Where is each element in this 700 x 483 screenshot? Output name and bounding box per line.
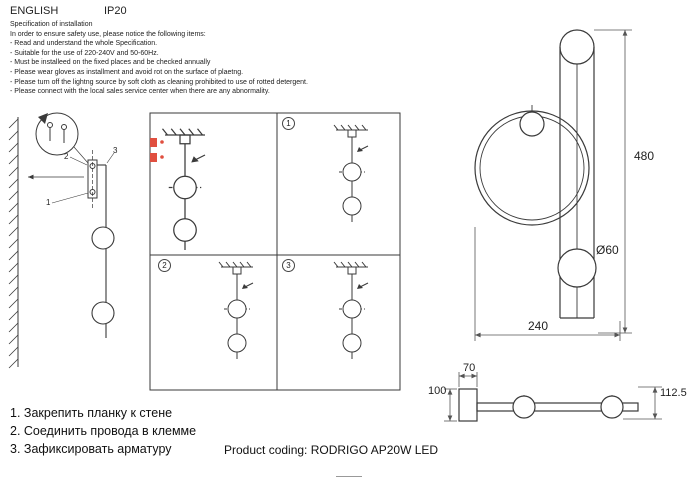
dimension-width: 240 [528,319,549,333]
dimension-lines-front [474,29,632,341]
step-1: 1. Закрепить планку к стене [10,406,173,420]
step-diagram-1 [333,124,369,223]
wall-hatch [8,117,19,369]
spec-item: - Read and understand the whole Specific… [10,40,158,48]
spec-intro: In order to ensure safety use, please no… [10,30,206,38]
step-3: 3. Зафиксировать арматуру [10,442,172,456]
dimension-side-depth: 112.5 [660,387,687,399]
spec-title: Specification of installation [10,21,93,28]
spec-item: - Please turn off the lightng source by … [10,78,308,86]
assembly-steps: 1. Закрепить планку к стене 2. Соединить… [10,404,196,458]
step-diagram-3 [333,261,369,360]
callout-3: 3 [113,146,118,155]
footer-mark [336,476,362,477]
panel-number-3: 3 [282,259,295,272]
callout-2: 2 [64,152,69,161]
spec-item: - Suitable for the use of 220-240V and 5… [10,49,159,57]
language-label: ENGLISH [10,5,59,17]
spec-item: - Please wear gloves as installment and … [10,68,244,76]
step-diagram-overview [161,128,206,251]
step-diagram-2 [218,261,254,360]
technical-drawing [444,29,662,422]
dimension-side-height: 100 [428,385,447,397]
spec-item: - Please connect with the local sales se… [10,88,270,96]
step-2: 2. Соединить провода в клемме [10,424,197,438]
installation-diagram [8,112,401,391]
lamp-front-view [474,29,597,319]
dimension-height: 480 [634,149,655,163]
callout-1: 1 [46,198,51,207]
dimension-diameter: Ø60 [596,243,619,257]
dimension-top-width: 70 [463,362,476,374]
spec-item: - Must be installeed on the fixed places… [10,59,211,67]
dimension-lines-top [444,372,662,422]
highlight-marks [150,138,164,162]
product-coding: Product coding: RODRIGO AP20W LED [224,443,439,457]
lamp-side-view [91,164,115,338]
spec-block: Specification of installation In order t… [10,20,390,97]
mounting-plate [28,150,98,208]
panel-grid [149,112,401,391]
screw-detail-magnifier [35,112,89,164]
panel-number-2: 2 [158,259,171,272]
panel-number-1: 1 [282,117,295,130]
ip-rating-label: IP20 [104,5,127,17]
callout-leaders [51,152,115,204]
lamp-top-view [458,388,639,422]
